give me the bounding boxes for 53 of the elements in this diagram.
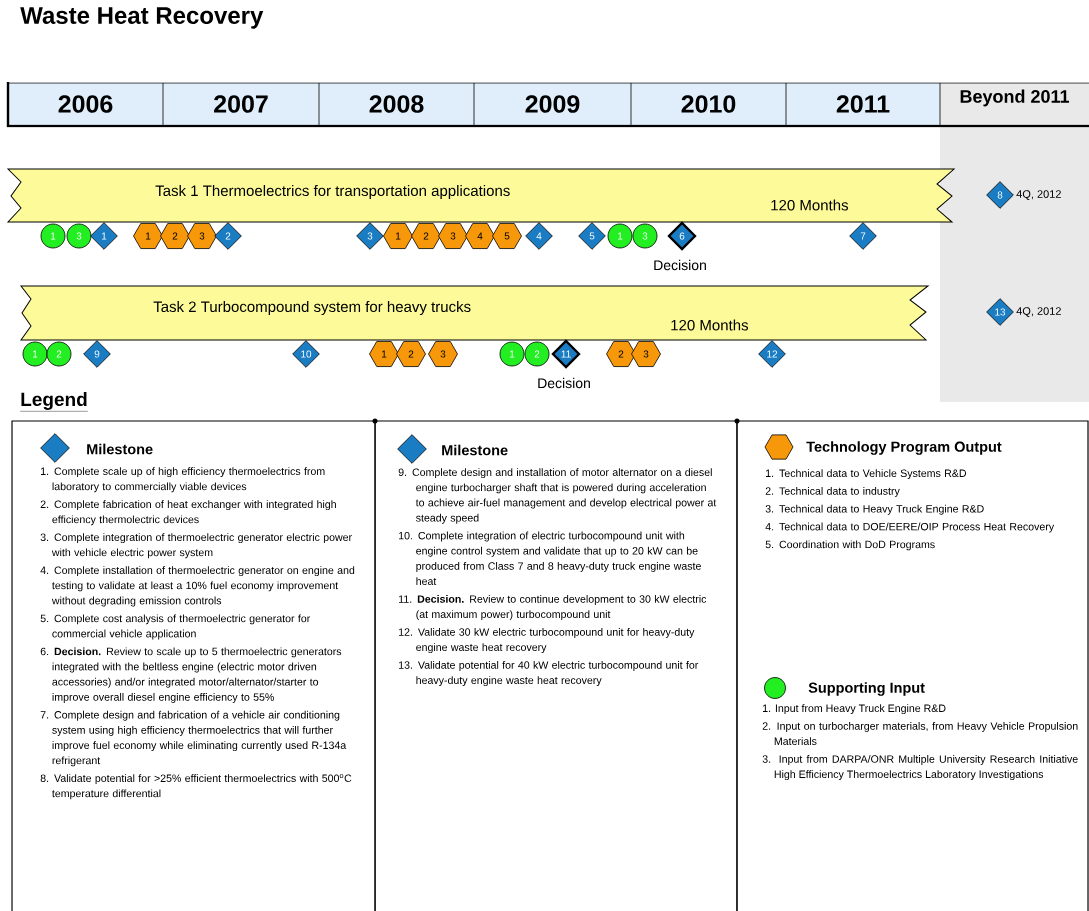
legend-heading: Milestone bbox=[442, 444, 508, 456]
list-item: 6. Decision. Review to scale up to 5 thermoelectric generators integrated with the beltless engine (electric motor driven accessories) and/or integrated motor/alternator/starter to improve overall diesel engine efficiency to 55% bbox=[40, 647, 342, 703]
list-item: 3. Complete integration of thermoelectric generator electric power with vehicle electric power system bbox=[40, 533, 352, 559]
node-label: 2006 bbox=[58, 95, 113, 113]
date-label: 4Q, 2012 bbox=[1016, 190, 1061, 200]
list-item: 9. Complete design and installation of motor alternator on a diesel engine turbocharger shaft that is powered during acceleration to achieve air-fuel management and develop electrical power at steady speed bbox=[398, 468, 717, 524]
list-item: 3. Technical data to Heavy Truck Engine R&D bbox=[765, 504, 984, 515]
output-hexagon: 3 bbox=[631, 341, 661, 367]
output-hexagon: 3 bbox=[428, 341, 458, 367]
output-hexagon: 2 bbox=[396, 341, 426, 367]
output-hexagon: 1 bbox=[383, 223, 413, 249]
legend-heading: Technology Program Output bbox=[806, 441, 1002, 455]
node-label: 2010 bbox=[681, 95, 736, 113]
legend-heading: Supporting Input bbox=[808, 682, 925, 696]
decision-label: Decision bbox=[654, 259, 706, 271]
task-bar: Task 2 Turbocompound system for heavy trucks 120 Months bbox=[20, 285, 929, 341]
output-hexagon: 2 bbox=[606, 341, 636, 367]
list-item: 13. Validate potential for 40 kW electric turbocompound unit for heavy-duty engine waste heat recovery bbox=[399, 661, 699, 687]
decision-label: Decision bbox=[538, 377, 590, 389]
list-item: 5. Coordination with DoD Programs bbox=[765, 540, 935, 551]
node-label: 2007 bbox=[214, 95, 268, 113]
output-hexagon: 5 bbox=[492, 223, 522, 249]
output-hexagon: 2 bbox=[160, 223, 190, 249]
output-hexagon: 1 bbox=[133, 223, 163, 249]
list-item: 2. Technical data to industry bbox=[765, 487, 900, 497]
list-item: 2. Complete fabrication of heat exchanger with integrated high efficiency thermolectric devices bbox=[40, 500, 336, 526]
output-hexagon: 3 bbox=[187, 223, 217, 249]
output-hexagon: 3 bbox=[438, 223, 468, 249]
list-item: 1. Input from Heavy Truck Engine R&D bbox=[763, 704, 946, 715]
date-label: 4Q, 2012 bbox=[1016, 307, 1061, 317]
year-cell: 2007 bbox=[163, 83, 319, 126]
node-label: 2009 bbox=[525, 95, 580, 113]
list-item: 8. Validate potential for >25% efficient thermoelectrics with 500$^{o}$C temperature differential bbox=[40, 773, 352, 800]
list-item: 3. Input from DARPA/ONR Multiple University Research Initiative High Efficiency Thermoelectrics Laboratory Investigations bbox=[762, 755, 1078, 781]
list-item: 2. Input on turbocharger materials, from Heavy Vehicle Propulsion Materials bbox=[762, 722, 1078, 745]
output-hexagon: 1 bbox=[369, 341, 399, 367]
list-item: 10. Complete integration of electric turbocompound unit with engine control system and validate that up to 20 kW can be produced from Class 7 and 8 heavy-duty truck engine waste heat bbox=[399, 531, 701, 585]
list-item: 7. Complete design and fabrication of a vehicle air conditioning system using high efficiency thermoelectrics that will further improve fuel economy while eliminating currently used R-134a refrigerant bbox=[40, 710, 347, 767]
legend-title: Legend bbox=[20, 392, 88, 412]
list-item: 4. Complete installation of thermoelectric generator on engine and testing to validate at least a 10% fuel economy improvement without degrading emission controls bbox=[40, 566, 355, 607]
list-item: 1. Complete scale up of high efficiency thermoelectrics from laboratory to commercially viable devices bbox=[41, 467, 325, 493]
output-hexagon: 4 bbox=[465, 223, 495, 249]
list-item: 12. Validate 30 kW electric turbocompound unit for heavy-duty engine waste heat recovery bbox=[399, 628, 695, 654]
title: Waste Heat Recovery bbox=[20, 7, 264, 29]
list-item: 4. Technical data to DOE/EERE/OIP Process Heat Recovery bbox=[765, 522, 1055, 533]
list-item: 1. Technical data to Vehicle Systems R&D bbox=[766, 469, 967, 480]
task-bar: Task 1 Thermoelectrics for transportation applications 120 Months bbox=[7, 168, 955, 223]
node-label: 2011 bbox=[836, 95, 890, 113]
legend-heading: Milestone bbox=[87, 443, 153, 455]
node-label: 2008 bbox=[369, 95, 424, 113]
list-item: 5. Complete cost analysis of thermoelectric generator for commercial vehicle application bbox=[40, 614, 311, 640]
list-item: 11. Decision. Review to continue development to 30 kW electric (at maximum power) turbocompound unit bbox=[399, 595, 707, 621]
output-hexagon: 2 bbox=[411, 223, 441, 249]
